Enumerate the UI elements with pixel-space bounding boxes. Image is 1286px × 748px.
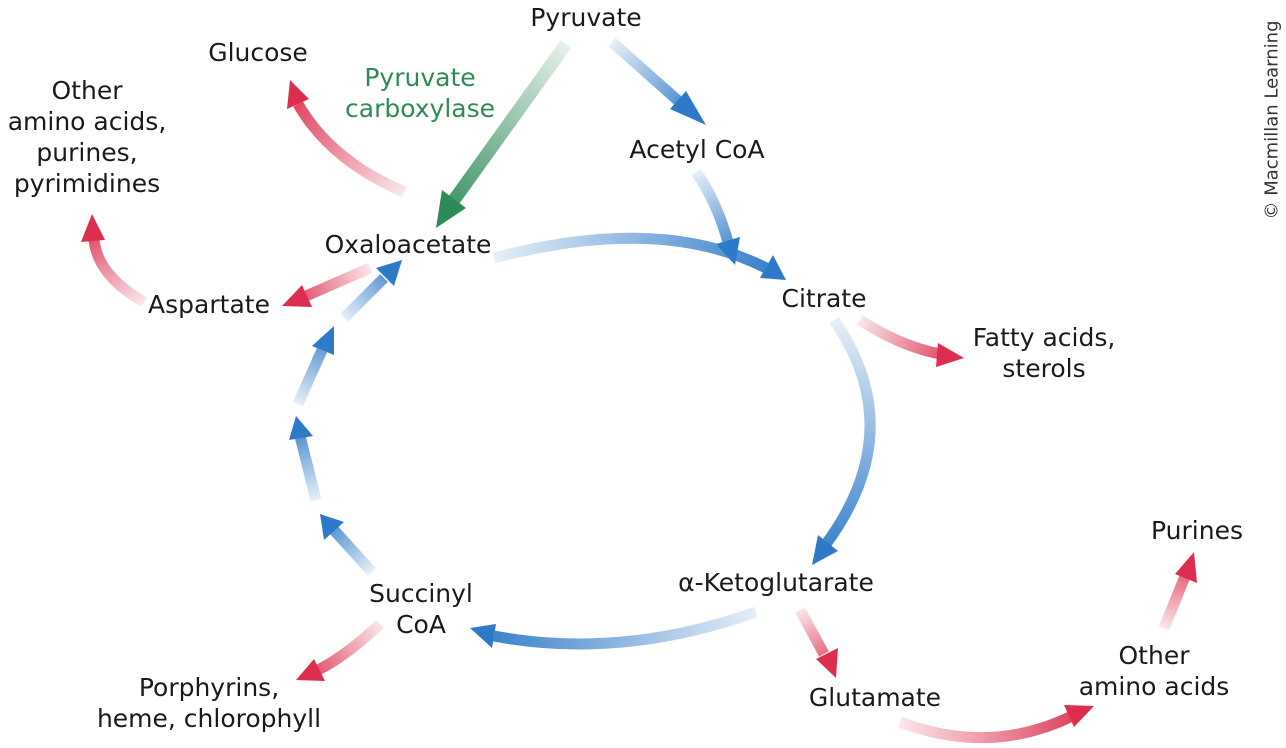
label-glucose: Glucose	[208, 37, 308, 68]
copyright-credit: © Macmillan Learning	[1261, 20, 1283, 220]
label-oxaloacetate: Oxaloacetate	[325, 229, 492, 260]
purines-text: Purines	[1151, 516, 1243, 545]
arrow-succinyl-coa-to-oxaloacetate-segment-1	[320, 514, 377, 576]
other-amino-acids-line-1: Other	[51, 76, 123, 105]
other-amino-acids-line-4: pyrimidines	[13, 169, 161, 198]
arrow-aspartate-to-other-amino-acids	[81, 214, 147, 307]
other-amino-acids-2-line-1: Other	[1118, 641, 1190, 670]
label-glutamate: Glutamate	[809, 682, 941, 713]
arrow-glutamate-to-other-amino-acids	[898, 705, 1094, 744]
label-aspartate: Aspartate	[148, 289, 270, 320]
arrow-succinyl-coa-to-porphyrins	[296, 619, 384, 681]
citrate-text: Citrate	[781, 284, 867, 313]
arrow-oxaloacetate-to-aspartate	[282, 262, 373, 307]
oxaloacetate-text: Oxaloacetate	[324, 230, 492, 259]
succinyl-coa-line-1: Succinyl	[369, 579, 473, 608]
succinyl-coa-line-2: CoA	[396, 610, 446, 639]
pyruvate-text: Pyruvate	[530, 3, 642, 32]
porphyrins-line-1: Porphyrins,	[138, 673, 280, 702]
pyruvate-carboxylase-line-1: Pyruvate	[364, 63, 476, 92]
pyruvate-carboxylase-line-2: carboxylase	[345, 94, 495, 123]
arrow-pyruvate-to-acetyl-coa	[608, 37, 706, 125]
label-acetyl-coa: Acetyl CoA	[629, 134, 764, 165]
glutamate-text: Glutamate	[808, 683, 942, 712]
arrow-oxaloacetate-to-glucose	[287, 80, 407, 198]
fatty-acids-line-2: sterols	[1002, 354, 1086, 383]
porphyrins-line-2: heme, chlorophyll	[96, 704, 322, 733]
arrow-citrate-to-alpha-ketoglutarate	[812, 316, 876, 565]
alpha-ketoglutarate-text: α-Ketoglutarate	[678, 568, 874, 597]
label-pyruvate: Pyruvate	[530, 2, 641, 33]
label-purines: Purines	[1151, 515, 1243, 546]
label-other-amino-acids: Other amino acids	[1079, 640, 1230, 702]
other-amino-acids-line-2: amino acids,	[7, 107, 167, 136]
aspartate-text: Aspartate	[148, 290, 270, 319]
arrow-succinyl-coa-to-oxaloacetate-segment-4	[340, 260, 402, 322]
fatty-acids-line-1: Fatty acids,	[972, 323, 1116, 352]
label-pyruvate-carboxylase: Pyruvate carboxylase	[345, 62, 495, 124]
arrow-succinyl-coa-to-oxaloacetate-segment-2	[289, 416, 322, 502]
label-alpha-ketoglutarate: α-Ketoglutarate	[678, 567, 874, 598]
label-porphyrins-heme-chlorophyll: Porphyrins, heme, chlorophyll	[97, 672, 321, 734]
arrow-other-amino-acids-to-purines	[1158, 552, 1197, 631]
label-citrate: Citrate	[782, 283, 867, 314]
arrow-citrate-to-fatty-acids	[857, 315, 964, 367]
arrow-pyruvate-to-oxaloacetate	[436, 40, 572, 228]
other-amino-acids-line-3: purines,	[36, 138, 138, 167]
other-amino-acids-2-line-2: amino acids	[1078, 672, 1230, 701]
arrow-oxaloacetate-to-citrate	[492, 232, 786, 280]
arrow-alpha-ketoglutarate-to-glutamate	[795, 607, 838, 678]
label-succinyl-coa: Succinyl CoA	[369, 578, 473, 640]
glucose-text: Glucose	[208, 38, 308, 67]
arrow-alpha-ketoglutarate-to-succinyl-coa	[470, 606, 758, 650]
label-fatty-acids-sterols: Fatty acids, sterols	[973, 322, 1116, 384]
label-other-amino-acids-purines-pyrimidines: Other amino acids, purines, pyrimidines	[8, 75, 167, 199]
acetyl-coa-text: Acetyl CoA	[629, 135, 765, 164]
arrow-succinyl-coa-to-oxaloacetate-segment-3	[292, 326, 334, 407]
